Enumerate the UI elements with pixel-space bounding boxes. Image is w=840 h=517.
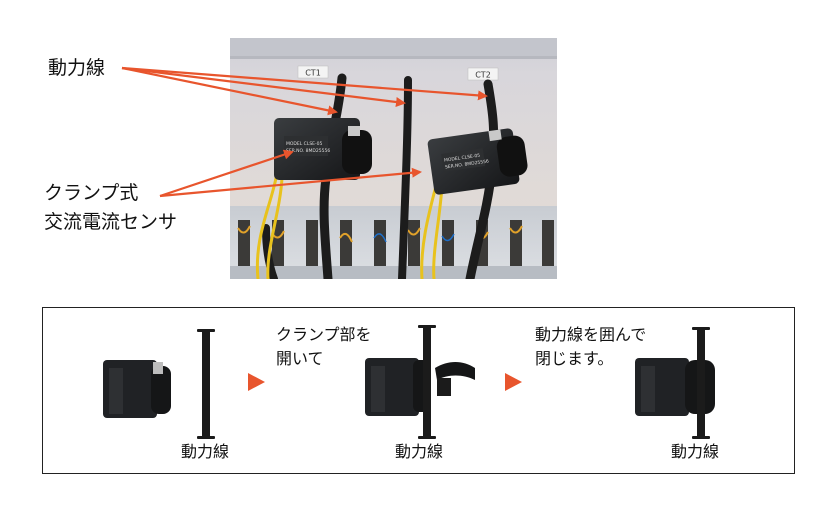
clamp-sensor-label-line1: クランプ式 — [44, 182, 139, 204]
power-line-caption-2: 動力線 — [395, 442, 444, 461]
step2-text-line2: 閉じます。 — [535, 349, 614, 368]
photo-illustration: CT1 CT2 — [230, 38, 557, 279]
power-line-label: 動力線 — [48, 57, 106, 79]
cable-2 — [418, 325, 436, 439]
instruction-illustration — [103, 325, 715, 439]
clamp-sensor-1: MODEL CLSE-05 SER.NO. 8MD25556 — [274, 118, 372, 180]
instruction-panel: クランプ部を 開いて 動力線を囲んで 閉じます。 動力線 動力線 動力線 — [42, 307, 795, 474]
ct2-tag: CT2 — [475, 71, 491, 80]
right-triangle-arrow-icon — [505, 373, 522, 391]
sensor-open-icon — [365, 358, 475, 416]
sensor2-model: MODEL CLSE-05 — [444, 153, 481, 164]
clamp-sensor-2: MODEL CLSE-05 SER.NO. 8MD25556 — [427, 128, 528, 195]
power-line-caption-1: 動力線 — [181, 442, 230, 461]
cable-3 — [692, 327, 710, 439]
sensor-clamped-icon — [635, 358, 715, 416]
sensor-closed-icon — [103, 360, 171, 418]
power-line-caption-3: 動力線 — [671, 442, 720, 461]
step1-text-line1: クランプ部を — [276, 325, 372, 344]
step1-text-line2: 開いて — [276, 349, 324, 368]
clamp-sensor-label-line2: 交流電流センサ — [44, 211, 178, 233]
sensor1-model: MODEL CLSE-05 — [286, 141, 323, 147]
installation-photo: CT1 CT2 — [230, 38, 557, 279]
step2-text-line1: 動力線を囲んで — [535, 325, 647, 344]
sensor1-serial: SER.NO. 8MD25556 — [286, 148, 330, 154]
ct1-tag: CT1 — [305, 69, 321, 78]
cable-1 — [197, 329, 215, 439]
right-triangle-arrow-icon — [248, 373, 265, 391]
